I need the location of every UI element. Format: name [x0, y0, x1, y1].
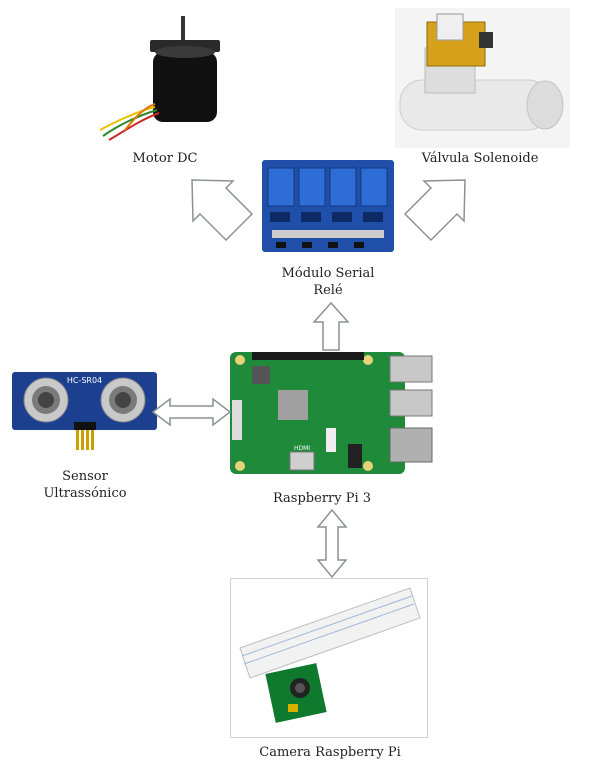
- raspberry-board-text: HDMI: [294, 445, 310, 452]
- raspberry-pi-image: HDMI: [230, 348, 435, 478]
- raspberry-pi-board-icon: HDMI: [230, 352, 433, 474]
- camera-image: [230, 578, 428, 738]
- dc-motor-icon: [99, 16, 220, 141]
- relay-module-icon: [262, 160, 394, 252]
- arrow-sensor-raspberry: [151, 397, 232, 427]
- ultrasonic-sensor-icon: HC-SR04: [12, 372, 157, 450]
- relay-module-image: [262, 160, 394, 252]
- solenoid-valve-image: [395, 8, 570, 148]
- camera-module-icon: [230, 578, 428, 738]
- relay-label-line1: Módulo Serial: [281, 266, 375, 281]
- motor-label: Motor DC: [132, 151, 198, 166]
- solenoid-valve-icon: [395, 8, 570, 148]
- dc-motor-image: [95, 12, 235, 147]
- arrow-raspberry-camera: [316, 508, 348, 579]
- sensor-label-line1: Sensor: [62, 469, 108, 484]
- solenoid-label: Válvula Solenoide: [421, 151, 539, 166]
- sensor-label-line2: Ultrassónico: [43, 486, 127, 501]
- relay-label-line2: Relé: [313, 283, 343, 298]
- arrow-raspberry-to-relay: [312, 301, 350, 351]
- raspberry-label: Raspberry Pi 3: [272, 491, 372, 506]
- arrow-relay-to-solenoid: [403, 179, 466, 242]
- sensor-board-text: HC-SR04: [67, 376, 102, 385]
- camera-label: Camera Raspberry Pi: [259, 745, 401, 760]
- arrow-relay-to-motor: [191, 179, 254, 242]
- ultrasonic-sensor-image: HC-SR04: [12, 370, 157, 452]
